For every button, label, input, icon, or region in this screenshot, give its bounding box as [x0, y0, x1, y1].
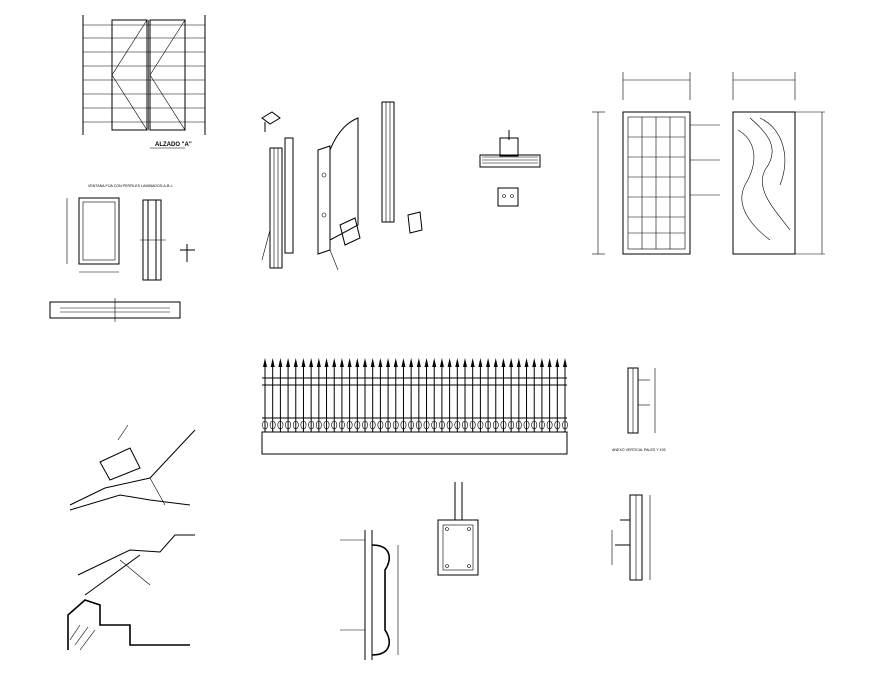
fence-ring — [408, 420, 415, 430]
fence-spear-tip — [393, 358, 398, 367]
fence-ring — [446, 420, 453, 430]
fence-spear-tip — [409, 358, 414, 367]
fence-ring — [385, 420, 391, 430]
alzado-label: ALZADO "A" — [155, 142, 192, 148]
fence-spear-tip — [301, 358, 306, 367]
fence-spear-tip — [293, 358, 298, 367]
fence-ring — [485, 420, 491, 430]
fence-ring — [292, 420, 299, 430]
fence-bars — [262, 358, 568, 432]
fence-spear-tip — [555, 358, 560, 367]
anexo-label: ANEXO VERTICAL PALES Y 193 — [612, 448, 666, 452]
door-handle-section — [340, 530, 399, 660]
fence-ring — [362, 420, 368, 430]
fence-ring — [531, 420, 538, 430]
fence-ring — [492, 420, 499, 430]
fence-spear-tip — [339, 358, 344, 367]
fence-spear-tip — [539, 358, 544, 367]
carved-panel-elevation — [732, 72, 825, 255]
fence-spear-tip — [332, 358, 337, 367]
fence-ring — [423, 420, 430, 430]
fence-spear-tip — [547, 358, 552, 367]
fence-spear-tip — [524, 358, 529, 367]
fence-spear-tip — [432, 358, 437, 367]
vertical-annex-detail: ANEXO VERTICAL PALES Y 193 — [612, 367, 666, 452]
fence-spear-tip — [424, 358, 429, 367]
fence-spear-tip — [563, 358, 567, 367]
fence-ring — [454, 420, 461, 430]
fence-ring — [562, 420, 568, 430]
fence-spear-tip — [470, 358, 475, 367]
fence-ring — [277, 420, 284, 430]
hatch-section-detail — [67, 534, 195, 651]
fence-spear-tip — [486, 358, 491, 367]
fence-spear-tip — [363, 358, 367, 367]
fence-ring — [262, 420, 268, 430]
fence-spear-tip — [532, 358, 537, 367]
ventana-title: VENTANA FIJA CON PERFILES LAMINADOS-A-B-… — [88, 184, 173, 188]
fence-spear-tip — [355, 358, 360, 367]
fence-spear-tip — [478, 358, 483, 367]
fence-ring — [315, 420, 322, 430]
fence-ring — [415, 420, 422, 430]
exploded-profile-assembly — [261, 101, 423, 271]
fence-ring — [377, 420, 384, 430]
fence-ring — [400, 420, 407, 430]
fence-ring — [469, 420, 476, 430]
fence-ring — [369, 420, 376, 430]
fence-ring — [523, 420, 530, 430]
glazed-door-elevation — [592, 72, 720, 255]
fence-spear-tip — [493, 358, 498, 367]
wrought-iron-fence — [261, 358, 568, 455]
fixed-window-detail: VENTANA FIJA CON PERFILES LAMINADOS-A-B-… — [49, 184, 195, 322]
profile-section-details — [479, 130, 541, 207]
fence-spear-tip — [309, 358, 314, 367]
fence-ring — [269, 420, 276, 430]
threshold-section-detail — [611, 494, 651, 581]
fence-ring — [477, 420, 484, 430]
door-elevation-detail: ALZADO "A" — [82, 15, 206, 149]
skylight-detail — [69, 424, 196, 511]
fence-ring — [546, 420, 553, 430]
fence-spear-tip — [370, 358, 375, 367]
fence-ring — [500, 420, 507, 430]
fence-spear-tip — [378, 358, 383, 367]
fence-spear-tip — [263, 358, 267, 367]
fence-ring — [339, 420, 345, 430]
fence-spear-tip — [447, 358, 452, 367]
fence-ring — [431, 420, 438, 430]
fence-spear-tip — [278, 358, 283, 367]
fence-spear-tip — [416, 358, 421, 367]
fence-ring — [331, 420, 338, 430]
fence-spear-tip — [286, 358, 291, 367]
fence-ring — [554, 420, 561, 430]
fence-spear-tip — [463, 358, 467, 367]
fence-spear-tip — [509, 358, 514, 367]
fence-ring — [392, 420, 399, 430]
fence-ring — [539, 420, 545, 430]
fence-ring — [515, 420, 522, 430]
fence-spear-tip — [439, 358, 444, 367]
fence-spear-tip — [516, 358, 521, 367]
fence-ring — [508, 420, 515, 430]
fence-spear-tip — [347, 358, 352, 367]
fence-spear-tip — [324, 358, 329, 367]
fence-ring — [439, 420, 445, 430]
fence-spear-tip — [386, 358, 391, 367]
fence-spear-tip — [270, 358, 275, 367]
fence-ring — [285, 420, 291, 430]
fence-ring — [346, 420, 353, 430]
fence-ring — [300, 420, 307, 430]
fence-spear-tip — [316, 358, 321, 367]
column-section-detail — [437, 482, 479, 576]
fence-spear-tip — [501, 358, 506, 367]
fence-ring — [323, 420, 330, 430]
fence-spear-tip — [401, 358, 406, 367]
fence-ring — [354, 420, 361, 430]
fence-ring — [308, 420, 315, 430]
fence-spear-tip — [455, 358, 460, 367]
fence-ring — [462, 420, 468, 430]
